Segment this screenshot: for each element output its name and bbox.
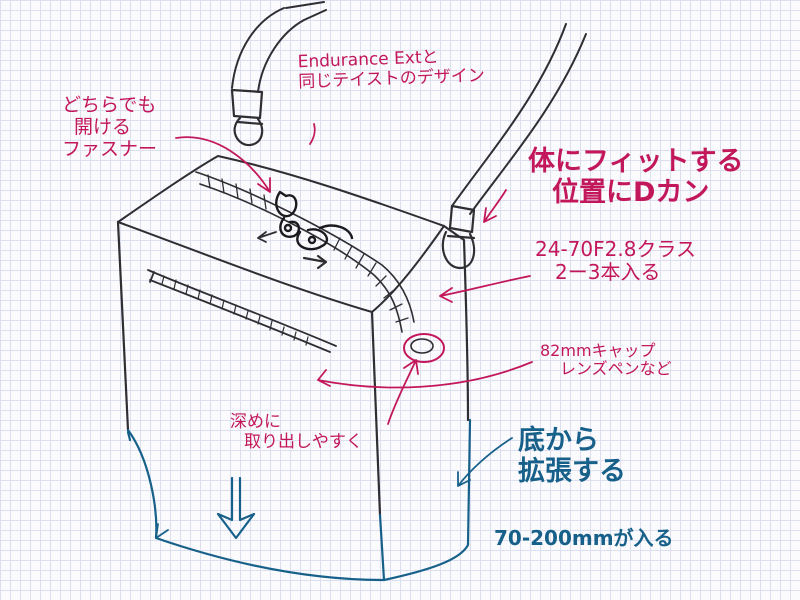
zipper-pull-icon [275,190,301,238]
cap-opening [410,338,434,354]
arrow-icon [309,123,316,145]
pocket-note-line2: 取り出しやすく [244,431,363,452]
arrow-icon [387,359,419,425]
zipper-note-line3: ファスナー [62,137,158,160]
zipper-teeth [207,174,409,323]
zipper-note: どちらでも 開ける ファスナー [62,94,158,161]
arrow-icon [439,275,531,303]
cap-note-line2: レンズペンなど [560,359,672,379]
design-note: Endurance Extと 同じテイストのデザイン [297,47,485,93]
lens-note-line2: 2ー3本入る [555,260,661,284]
expandable-bottom [126,418,472,582]
pocket-note: 深めに 取り出しやすく [230,412,363,452]
lens-capacity-note: 24-70F2.8クラス 2ー3本入る [535,238,696,284]
down-arrow-icon [216,476,256,540]
arrow-icon [257,231,277,243]
extend-note-line2: 拡張する [518,456,626,488]
d-ring-icon [230,88,264,147]
pocket-zipper-teeth [161,275,309,346]
zipper-track [195,171,415,333]
arrow-icon [457,437,513,487]
bag-side-face [442,224,470,422]
d-ring-note-line2: 位置にDカン [552,177,710,209]
shoulder-strap [231,1,587,215]
zoom-note-text: 70-200mmが入る [494,526,674,550]
d-ring-note: 体にフィットする 位置にDカン [528,146,743,208]
bag-front-face [116,220,382,517]
cap-note-line1: 82mmキャップ [540,341,656,360]
extend-note-line1: 底から [518,425,599,456]
arrow-icon [175,136,271,193]
pocket-note-line1: 深めに [230,412,281,432]
arrow-icon [155,523,169,539]
zipper-note-line2: 開ける [74,115,132,138]
d-ring-note-line1: 体にフィットする [528,146,744,177]
zoom-lens-note: 70-200mmが入る [494,527,674,550]
bag-top-face [117,155,445,313]
zipper-note-line1: どちらでも [62,94,157,116]
arrow-icon [317,361,533,389]
lens-note-line1: 24-70F2.8クラス [535,237,697,261]
cap-note: 82mmキャップ レンズペンなど [540,341,672,379]
arrow-icon [483,189,507,223]
extend-note: 底から 拡張する [518,425,626,487]
arrow-icon [302,254,328,270]
zipper-pull-icon [296,224,354,251]
front-pocket [147,269,337,353]
cap-highlight [403,333,445,363]
